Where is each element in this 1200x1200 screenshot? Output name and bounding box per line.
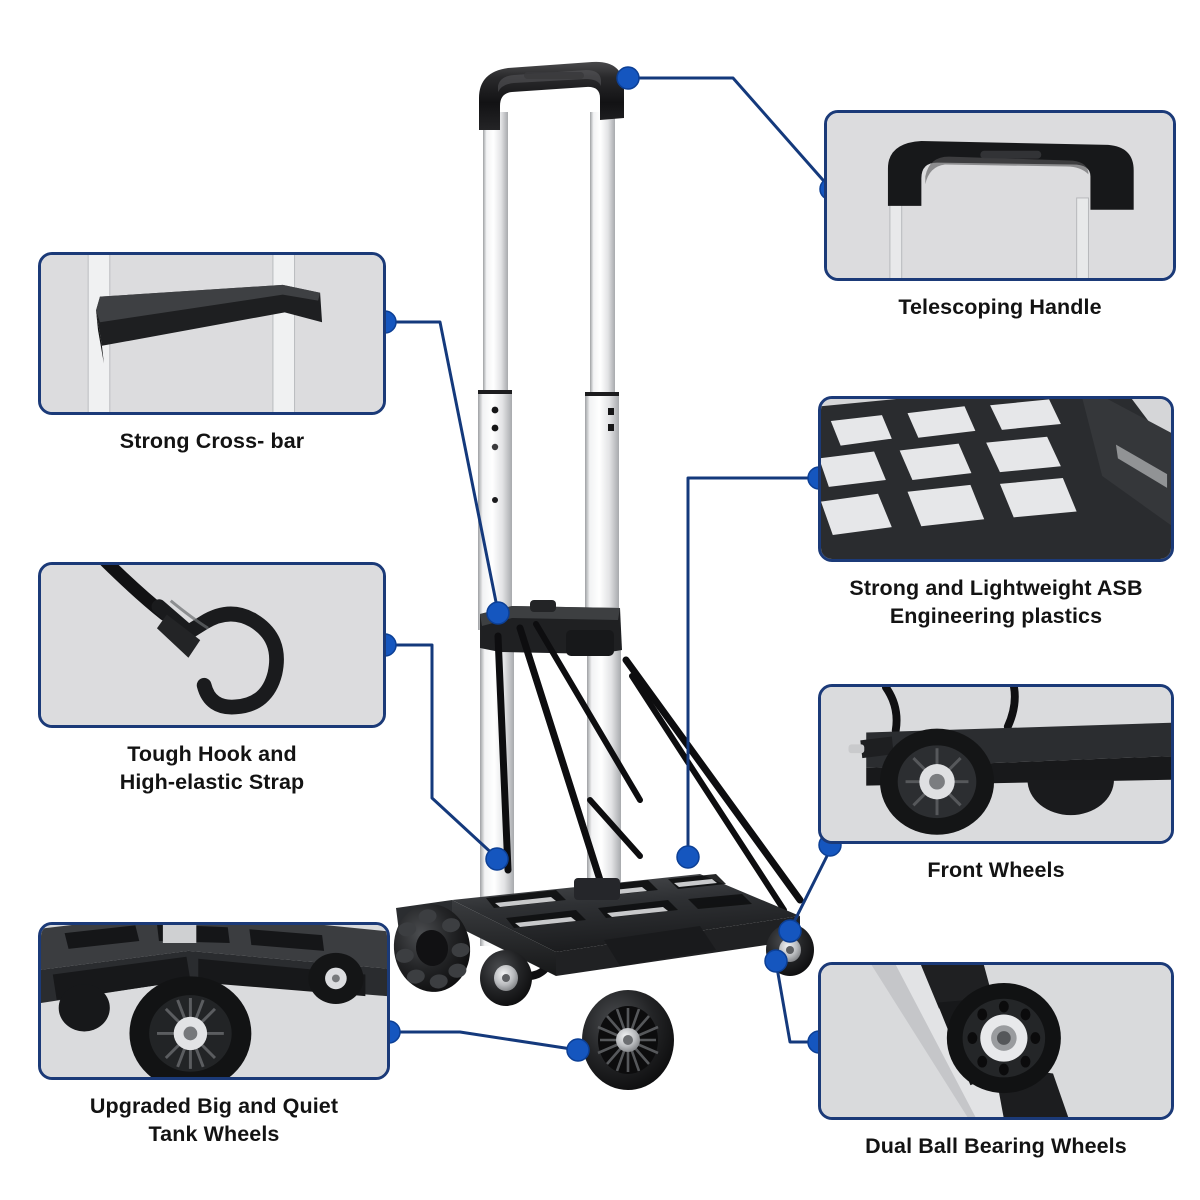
callout-cross-bar[interactable]: Strong Cross- bar <box>38 252 386 456</box>
connector-dot-handle <box>616 66 640 90</box>
elastic-straps <box>494 621 804 913</box>
callout-image-front-wheels <box>818 684 1174 844</box>
callout-telescoping-handle[interactable]: Telescoping Handle <box>824 110 1176 322</box>
connector-dot-crossbar <box>486 601 510 625</box>
telescoping-handle-part <box>479 61 624 130</box>
callout-hook-strap[interactable]: Tough Hook and High-elastic Strap <box>38 562 386 797</box>
callout-image-hook-strap <box>38 562 386 728</box>
callout-front-wheels[interactable]: Front Wheels <box>818 684 1174 885</box>
connector-dot-asb <box>676 845 700 869</box>
callout-label-dual-ball-bearing: Dual Ball Bearing Wheels <box>865 1134 1127 1158</box>
callout-label-hook-strap: Tough Hook and High-elastic Strap <box>119 742 305 794</box>
cross-bar-part <box>480 600 622 656</box>
callout-dual-ball-bearing[interactable]: Dual Ball Bearing Wheels <box>818 962 1174 1161</box>
platform-deck <box>396 874 800 976</box>
callout-label-tank-wheels: Upgraded Big and Quiet Tank Wheels <box>89 1094 339 1146</box>
callout-label-telescoping-handle: Telescoping Handle <box>898 295 1102 319</box>
callout-image-cross-bar <box>38 252 386 415</box>
connector-dot-hook <box>485 847 509 871</box>
callout-image-telescoping-handle <box>824 110 1176 281</box>
callout-image-asb-plastics <box>818 396 1174 562</box>
callout-asb-plastics[interactable]: Strong and Lightweight ASB Engineering p… <box>818 396 1174 631</box>
callout-label-cross-bar: Strong Cross- bar <box>119 429 305 453</box>
connector-dot-front <box>778 919 802 943</box>
tank-wheel-rear <box>582 990 674 1090</box>
callout-tank-wheels[interactable]: Upgraded Big and Quiet Tank Wheels <box>38 922 390 1149</box>
callout-label-front-wheels: Front Wheels <box>927 858 1065 882</box>
connector-dot-dual <box>764 949 788 973</box>
callout-image-tank-wheels <box>38 922 390 1080</box>
tank-wheel-left <box>393 904 471 992</box>
callout-image-dual-ball-bearing <box>818 962 1174 1120</box>
callout-label-asb-plastics: Strong and Lightweight ASB Engineering p… <box>849 576 1143 628</box>
front-caster-left <box>480 950 532 1006</box>
connector-dot-tank <box>566 1038 590 1062</box>
